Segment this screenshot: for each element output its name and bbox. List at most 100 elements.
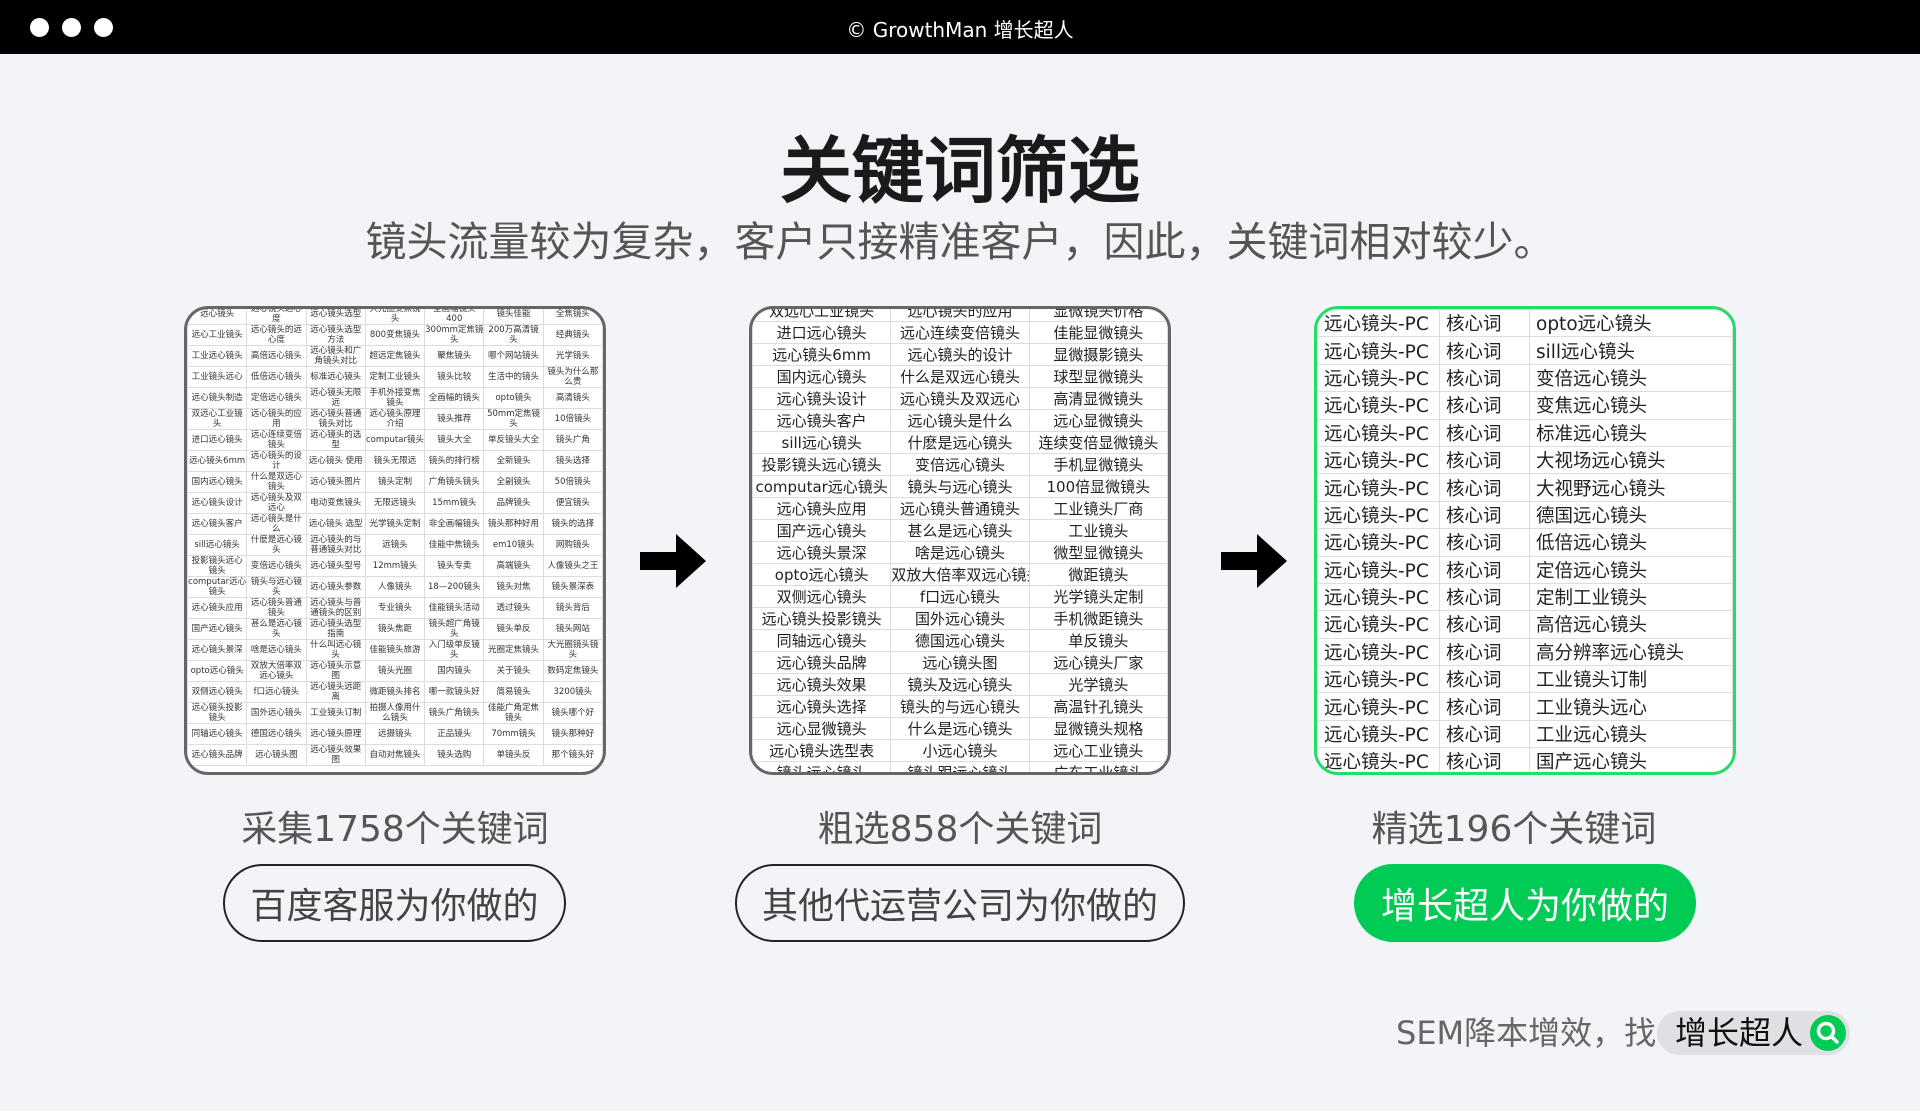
table-cell: 手机外接变焦镜头 xyxy=(364,387,426,409)
table-row: sill远心镜头什麽是远心镜头连续变倍显微镜头 xyxy=(752,431,1168,454)
table-cell: 光圈定焦镜头 xyxy=(483,639,544,661)
window-maximize-dot[interactable] xyxy=(94,18,113,37)
table-cell: 简易镜头 xyxy=(483,681,544,703)
table-cell: 远心镜头6mm xyxy=(752,343,892,366)
table-cell: 单反镜头 xyxy=(1028,629,1168,652)
table-cell: 12mm镜头 xyxy=(364,555,426,577)
table-cell: 哪个网站镜头 xyxy=(483,345,544,367)
table-cell: 全焦镜头 xyxy=(542,309,603,325)
table-cell: 什么叫远心镜头 xyxy=(305,639,366,661)
table-row: 远心镜头应用远心镜头普通镜头远心镜头与普通镜头的区别专业镜头佳能镜头活动透过镜头… xyxy=(187,597,603,619)
table-cell: 镜头背后 xyxy=(542,597,603,619)
table-cell: 国内镜头 xyxy=(424,660,485,682)
growthman-button[interactable]: 增长超人为你做的 xyxy=(1354,864,1696,942)
table-cell: 网购镜头 xyxy=(542,534,603,556)
table-cell: 远心镜头-PC xyxy=(1317,747,1440,772)
table-cell: 变倍远心镜头 xyxy=(246,555,307,577)
table-cell: 远心镜头厂家 xyxy=(1028,651,1168,674)
table-cell: 远心工业镜头 xyxy=(187,324,248,346)
table-cell: 德国远心镜头 xyxy=(1529,500,1733,530)
table-row: 国产远心镜头甚么是远心镜头工业镜头 xyxy=(752,519,1168,542)
table-cell: opto远心镜头 xyxy=(187,660,248,682)
table-cell: 镜头推荐 xyxy=(424,408,485,430)
table-cell: 远心镜头-PC xyxy=(1317,336,1440,365)
search-icon[interactable] xyxy=(1810,1015,1846,1051)
table-cell: 远心连续变倍镜头 xyxy=(246,429,307,451)
table-cell: 显微镜头价格 xyxy=(1028,309,1168,322)
table-cell: 核心词 xyxy=(1439,309,1530,338)
refined-caption: 精选196个关键词 xyxy=(1371,809,1657,850)
table-cell: 远心镜头普通镜头 xyxy=(890,497,1030,520)
table-cell: 远心连续变倍镜头 xyxy=(890,321,1030,344)
table-cell: 广东工业镜头 xyxy=(1028,761,1168,772)
table-cell: 镜头哪个好 xyxy=(542,702,603,724)
table-cell: 高清镜头 xyxy=(542,387,603,409)
rough-caption: 粗选858个关键词 xyxy=(817,809,1103,850)
table-cell: 10倍镜头 xyxy=(542,408,603,430)
table-cell: 双侧远心镜头 xyxy=(187,681,248,703)
baidu-service-button[interactable]: 百度客服为你做的 xyxy=(223,864,566,942)
table-cell: 核心词 xyxy=(1439,610,1530,639)
page-title: 关键词筛选 xyxy=(779,129,1140,213)
table-cell: 远心镜头和广角镜头对比 xyxy=(305,345,366,367)
table-cell: 甚么是远心镜头 xyxy=(246,618,307,640)
table-cell: 远心镜头设计 xyxy=(752,387,892,410)
table-cell: 核心词 xyxy=(1439,500,1530,530)
table-row: 工业镜头远心低倍远心镜头标准远心镜头定制工业镜头镜头比较生活中的镜头镜头为什么那… xyxy=(187,366,603,388)
table-row: 远心镜头效果镜头及远心镜头光学镜头 xyxy=(752,673,1168,696)
table-row: opto远心镜头双放大倍率双远心镜头远心镜头示意图镜头光圈国内镜头关于镜头数码定… xyxy=(187,660,603,682)
window-close-dot[interactable] xyxy=(30,18,49,37)
table-cell: 远心镜头及双远心 xyxy=(890,387,1030,410)
table-cell: 镜头佳能 xyxy=(483,309,544,325)
table-cell: 远心镜头的设计 xyxy=(246,450,307,472)
table-cell: 大光圈变焦镜头 xyxy=(364,309,426,325)
table-cell: 远心镜头景深 xyxy=(752,541,892,564)
table-cell: 远心镜头参数 xyxy=(305,576,366,598)
table-cell: 远心镜头图 xyxy=(246,744,307,766)
table-cell: 微距镜头排名 xyxy=(364,681,426,703)
table-cell: 核心词 xyxy=(1439,692,1530,721)
table-cell: 大视场远心镜头 xyxy=(1529,445,1733,475)
brand-search-pill[interactable]: 增长超人 xyxy=(1657,1011,1850,1055)
table-cell: 什么是双远心镜头 xyxy=(890,365,1030,388)
table-row: 远心镜头设计远心镜头及双远心高清显微镜头 xyxy=(752,387,1168,410)
table-cell: 远心镜头无限远 xyxy=(305,387,366,409)
table-cell: 70mm镜头 xyxy=(483,723,544,745)
table-cell: 镜头专卖 xyxy=(424,555,485,577)
table-cell: 高端镜头 xyxy=(483,555,544,577)
table-cell: 核心词 xyxy=(1439,528,1530,557)
table-cell: 国外远心镜头 xyxy=(890,607,1030,630)
table-cell: computar远心镜头 xyxy=(752,475,892,498)
table-cell: 什麽是远心镜头 xyxy=(246,534,307,556)
table-cell: 远心镜头制造 xyxy=(187,387,248,409)
table-cell: 远心镜头设计 xyxy=(187,492,248,514)
table-cell: 远心镜头客户 xyxy=(752,409,892,432)
table-cell: 镜头为什么那么贵 xyxy=(542,366,603,388)
table-cell: f口远心镜头 xyxy=(246,681,307,703)
table-cell: 投影镜头远心镜头 xyxy=(752,453,892,476)
table-cell: 远心镜头-PC xyxy=(1317,610,1440,639)
table-cell: 远心镜头及双远心 xyxy=(246,492,307,514)
table-cell: 800变焦镜头 xyxy=(364,324,426,346)
table-row: 进口远心镜头远心连续变倍镜头佳能显微镜头 xyxy=(752,321,1168,344)
window-minimize-dot[interactable] xyxy=(62,18,81,37)
table-cell: 远心镜头选型指南 xyxy=(305,618,366,640)
table-cell: 镜头网站 xyxy=(542,618,603,640)
table-cell: 镜头远心镜头 xyxy=(752,761,892,772)
table-row: 双远心工业镜头远心镜头的应用显微镜头价格 xyxy=(752,309,1168,322)
table-cell: 大光圈镜头镜头 xyxy=(542,639,603,661)
table-cell: 200万高清镜头 xyxy=(483,324,544,346)
table-cell: 专业镜头 xyxy=(364,597,426,619)
table-cell: 镜头广角镜头 xyxy=(424,702,485,724)
table-cell: 核心词 xyxy=(1439,391,1530,420)
table-cell: 18—200镜头 xyxy=(424,576,485,598)
table-cell: 非全画幅镜头 xyxy=(424,513,485,535)
table-cell: 单反镜头大全 xyxy=(483,429,544,451)
other-agency-button[interactable]: 其他代运营公司为你做的 xyxy=(735,864,1185,942)
table-cell: 广角镜头镜头 xyxy=(424,471,485,493)
table-cell: 远心显微镜头 xyxy=(752,717,892,740)
